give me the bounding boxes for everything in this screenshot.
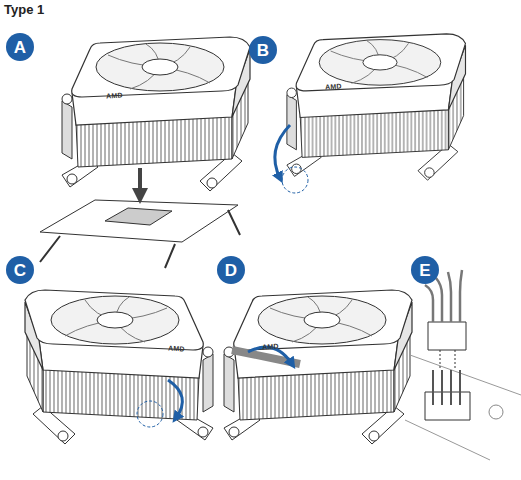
header-pin [433, 370, 460, 405]
step-letter: E [419, 262, 430, 279]
step-letter: D [225, 262, 237, 279]
highlight-circle [137, 401, 163, 427]
step-badge: B [249, 36, 277, 64]
step-letter: B [257, 42, 269, 59]
brand-logo: AMD [168, 345, 185, 353]
brand-logo: AMD [325, 83, 342, 91]
highlight-circle [282, 167, 308, 193]
cooler-drawing [224, 290, 412, 444]
brand-logo: AMD [106, 92, 123, 100]
cooler-drawing [25, 290, 213, 444]
step-letter: A [14, 39, 26, 56]
figure-title: Type 1 [4, 2, 44, 17]
lever-arrow [168, 380, 182, 418]
cooler-drawing [62, 37, 250, 191]
step-badge: A [6, 33, 34, 61]
cooler-drawing [287, 34, 466, 180]
guide-line [440, 350, 455, 368]
fan-header [425, 392, 470, 420]
down-arrow [138, 168, 142, 196]
brand-logo: AMD [262, 343, 279, 351]
mount-hole [489, 405, 503, 419]
lever-arrow [275, 125, 290, 178]
retention-bracket [40, 200, 238, 242]
motherboard-edge [405, 355, 521, 460]
step-badge: D [217, 256, 245, 284]
step-badge: E [411, 256, 439, 284]
cpu-socket [105, 208, 172, 225]
step-letter: C [14, 262, 26, 279]
fan-connector [428, 322, 466, 350]
step-badge: C [6, 256, 34, 284]
